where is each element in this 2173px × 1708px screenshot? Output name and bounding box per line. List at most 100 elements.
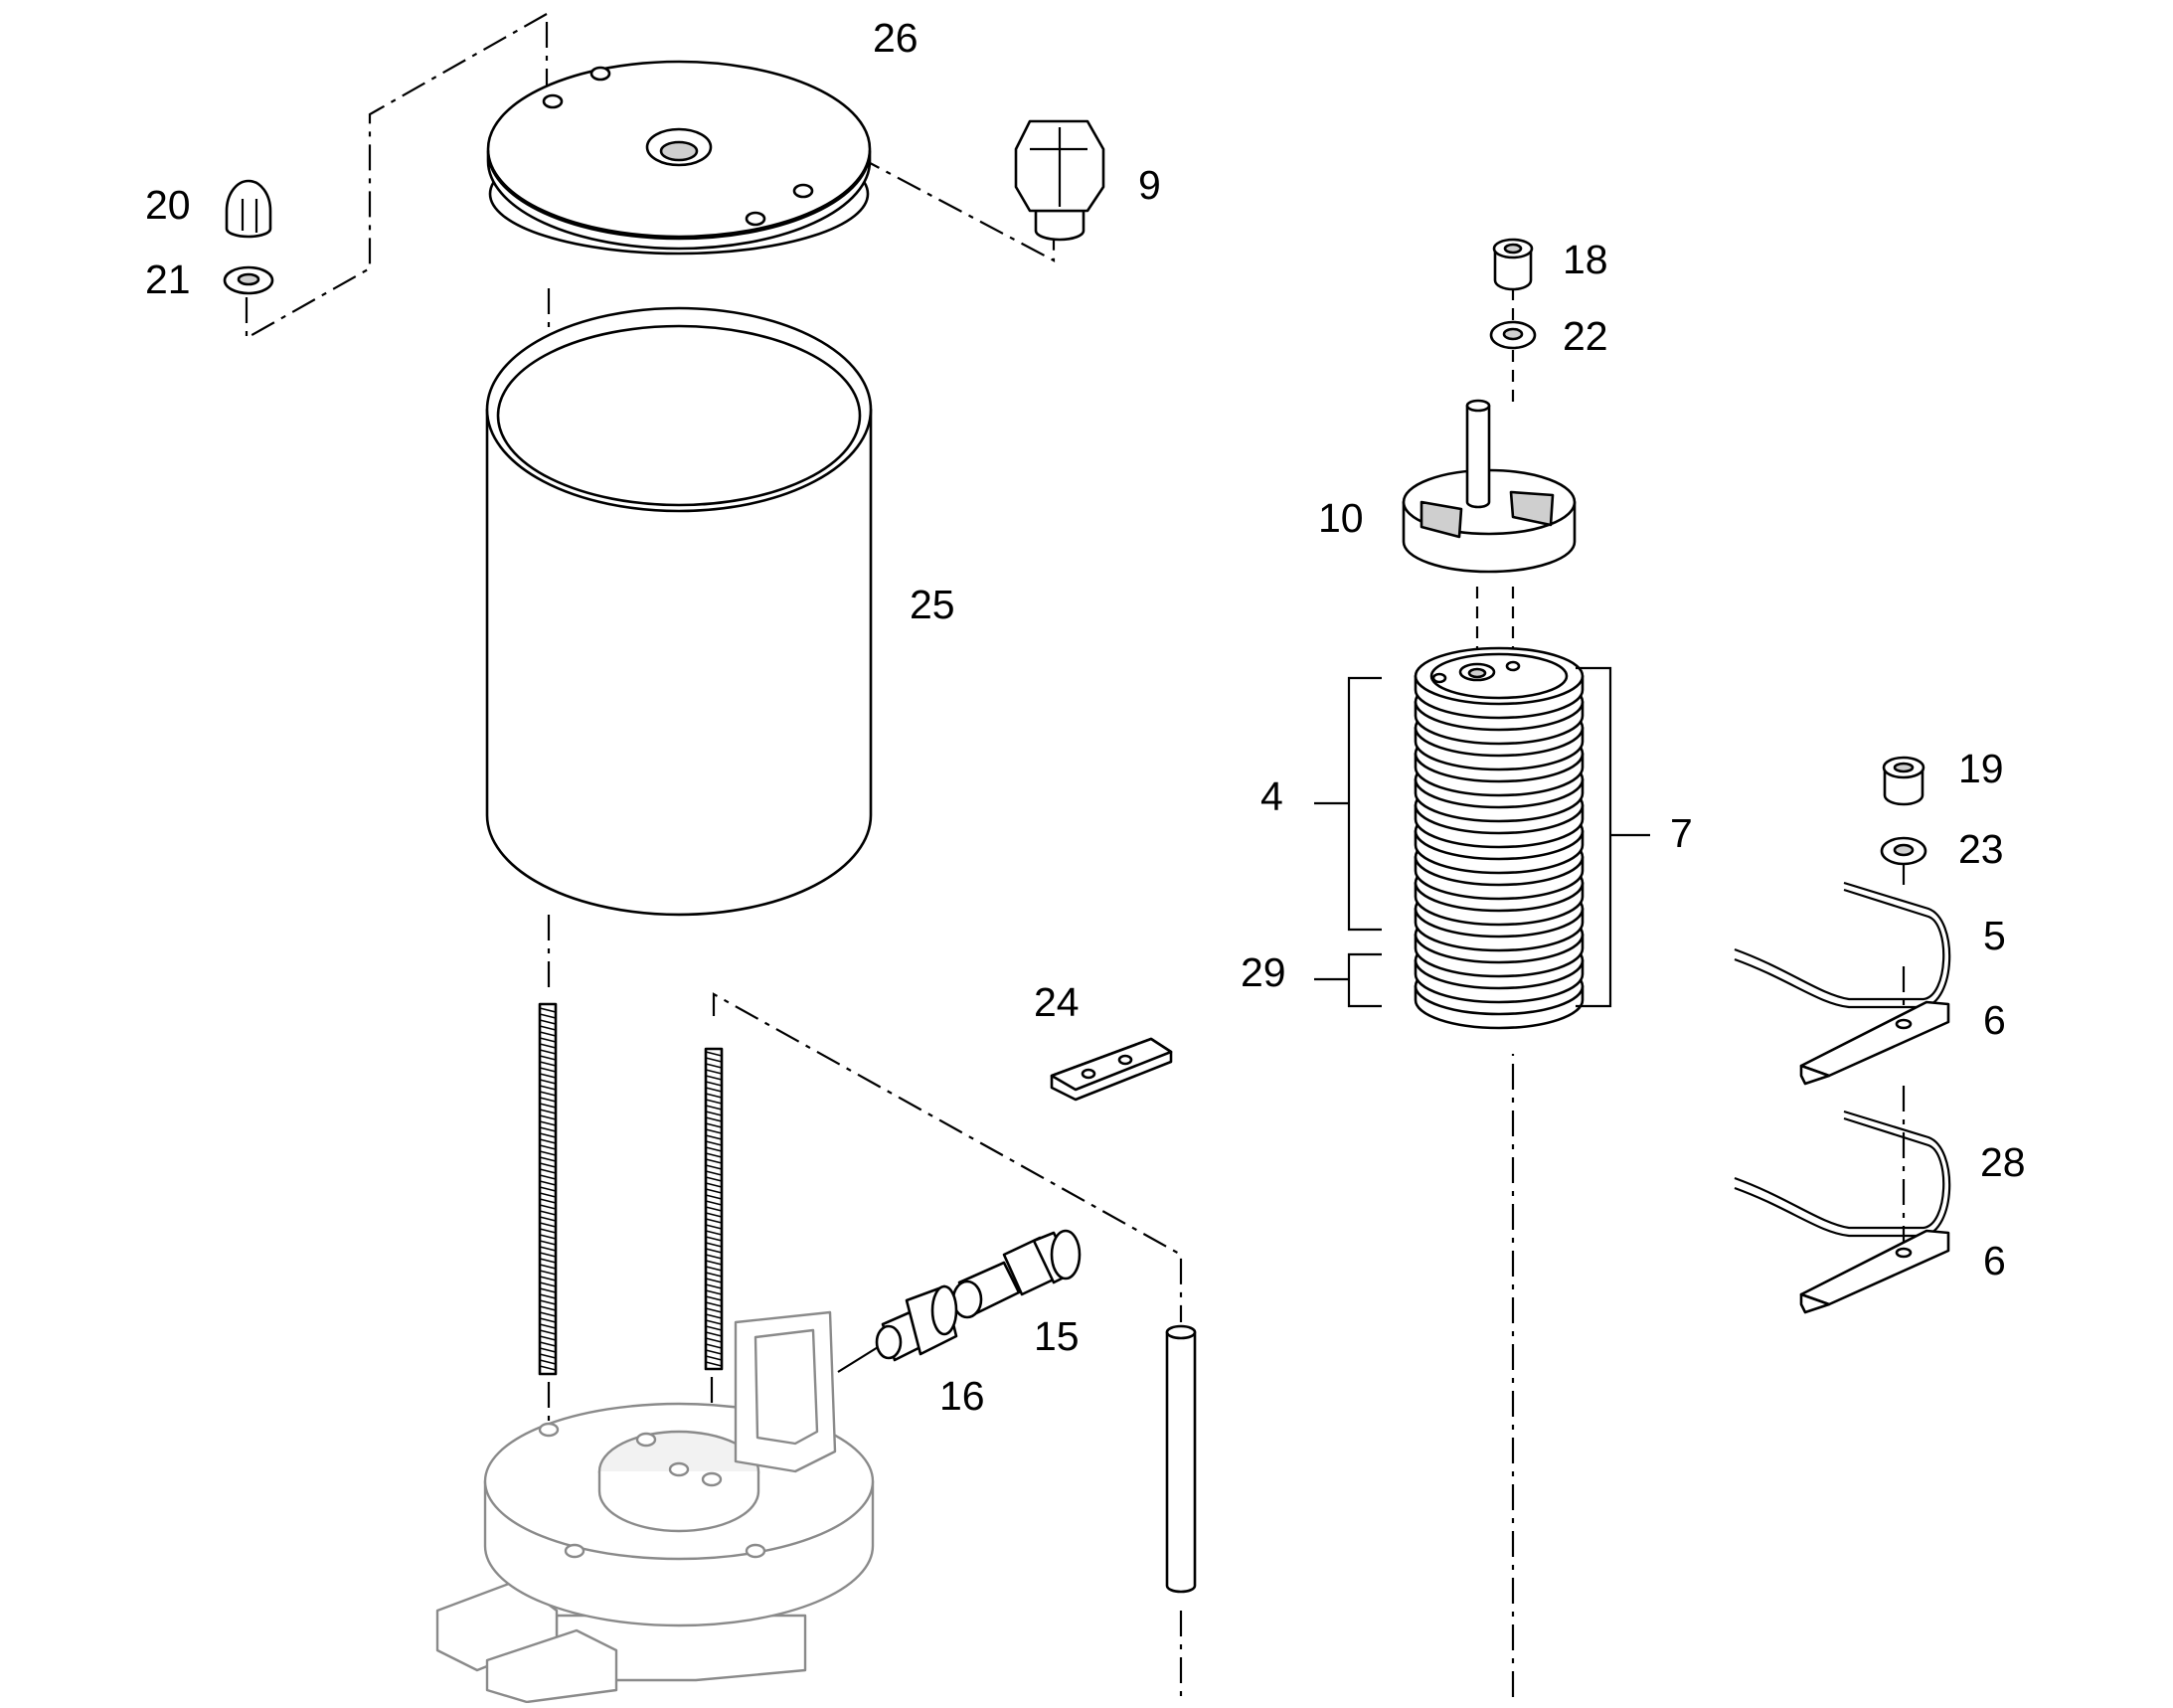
cylinder-inner-rim xyxy=(496,324,862,507)
label-24: 24 xyxy=(1034,979,1080,1025)
leader-lid-to-nut xyxy=(245,13,548,340)
rod-thread xyxy=(539,1079,557,1085)
rod-thread xyxy=(705,1212,723,1218)
rod-thread xyxy=(705,1069,723,1075)
label-6-lower: 6 xyxy=(1983,1238,2006,1283)
rod-thread xyxy=(705,1182,723,1188)
rod-thread xyxy=(705,1236,723,1242)
heater-disc-stack xyxy=(1414,646,1585,1030)
rod-thread xyxy=(539,1281,557,1287)
clip-part-5 xyxy=(1734,881,1951,1086)
rod-thread xyxy=(539,1138,557,1144)
rod-thread xyxy=(539,1228,557,1234)
rod-thread xyxy=(705,1254,723,1260)
diffuser-part-10 xyxy=(1402,399,1577,574)
rod-thread xyxy=(705,1200,723,1206)
plug-part-9 xyxy=(1014,119,1105,242)
rod-thread xyxy=(539,1114,557,1120)
diffuser-shaft xyxy=(1465,404,1491,509)
rod-thread xyxy=(705,1063,723,1069)
fitting-part-15 xyxy=(951,1229,1082,1319)
rod-thread xyxy=(539,1061,557,1067)
rod-thread xyxy=(705,1266,723,1272)
rod-thread xyxy=(705,1164,723,1170)
rod-thread xyxy=(705,1099,723,1105)
rod-thread xyxy=(539,1341,557,1347)
rod-thread xyxy=(539,1311,557,1317)
washer-part-22 xyxy=(1489,320,1537,350)
rod-thread xyxy=(705,1313,723,1319)
rod-thread xyxy=(539,1013,557,1019)
label-21: 21 xyxy=(145,256,191,302)
acorn-nut-part-20 xyxy=(225,179,272,239)
lid-part-26 xyxy=(486,60,872,256)
rod-thread xyxy=(539,1037,557,1043)
heater-disc-hole xyxy=(1505,660,1521,672)
fitting-part-16 xyxy=(875,1284,958,1362)
rod-thread xyxy=(539,1073,557,1079)
label-29: 29 xyxy=(1241,949,1286,995)
rod-thread xyxy=(705,1194,723,1200)
rod-thread xyxy=(539,1329,557,1335)
rod-thread xyxy=(539,1270,557,1276)
label-10: 10 xyxy=(1318,495,1364,541)
threaded-rod-right xyxy=(704,1047,724,1371)
leader-rod-to-pin xyxy=(712,992,1183,1322)
label-18: 18 xyxy=(1563,237,1608,282)
rod-thread xyxy=(705,1152,723,1158)
rod-thread xyxy=(539,1067,557,1073)
rod-thread xyxy=(539,1353,557,1359)
rod-thread xyxy=(705,1295,723,1301)
lid-edge xyxy=(486,149,872,251)
plate-part-24 xyxy=(1050,1037,1173,1102)
rod-thread xyxy=(539,1120,557,1126)
rod-thread xyxy=(705,1176,723,1182)
rod-thread xyxy=(539,1085,557,1091)
rod-thread xyxy=(539,1031,557,1037)
washer-part-23 xyxy=(1880,836,1927,866)
rod-thread xyxy=(705,1331,723,1337)
bracket-29 xyxy=(1314,952,1382,1008)
rod-thread xyxy=(705,1361,723,1367)
rod-thread xyxy=(705,1283,723,1289)
rod-thread xyxy=(705,1087,723,1093)
rod-thread xyxy=(539,1055,557,1061)
rod-thread xyxy=(539,1049,557,1055)
clip-part-28 xyxy=(1734,1110,1951,1314)
nut-part-19 xyxy=(1882,756,1925,806)
assembly-lines xyxy=(245,13,1906,1708)
rod-thread xyxy=(539,1210,557,1216)
rod-thread xyxy=(705,1355,723,1361)
plug-stem xyxy=(1034,209,1086,242)
rod-thread xyxy=(539,1091,557,1097)
rod-thread xyxy=(539,1365,557,1371)
rod-thread xyxy=(705,1307,723,1313)
heater-disc-top-ring xyxy=(1429,652,1569,700)
rod-thread xyxy=(539,1317,557,1323)
rod-thread xyxy=(705,1289,723,1295)
rod-thread xyxy=(705,1134,723,1140)
rod-thread xyxy=(539,1246,557,1252)
rod-thread xyxy=(705,1349,723,1355)
rod-thread xyxy=(539,1144,557,1150)
leader-valve xyxy=(837,1343,884,1373)
rod-thread xyxy=(539,1299,557,1305)
rod-thread xyxy=(539,1305,557,1311)
rod-thread xyxy=(705,1170,723,1176)
rod-thread xyxy=(705,1260,723,1266)
label-25: 25 xyxy=(910,582,955,627)
label-4: 4 xyxy=(1260,773,1283,819)
rod-thread xyxy=(705,1218,723,1224)
label-22: 22 xyxy=(1563,313,1608,359)
rod-thread xyxy=(539,1222,557,1228)
rod-thread xyxy=(705,1230,723,1236)
lid-hole-4 xyxy=(745,211,766,227)
leader-pin-to-stack xyxy=(1179,1054,1515,1708)
rod-thread xyxy=(705,1128,723,1134)
bracket-7 xyxy=(1576,666,1650,1008)
threaded-rod-left xyxy=(538,1002,558,1376)
lid-hole-1 xyxy=(542,93,564,109)
rod-thread xyxy=(539,1258,557,1264)
